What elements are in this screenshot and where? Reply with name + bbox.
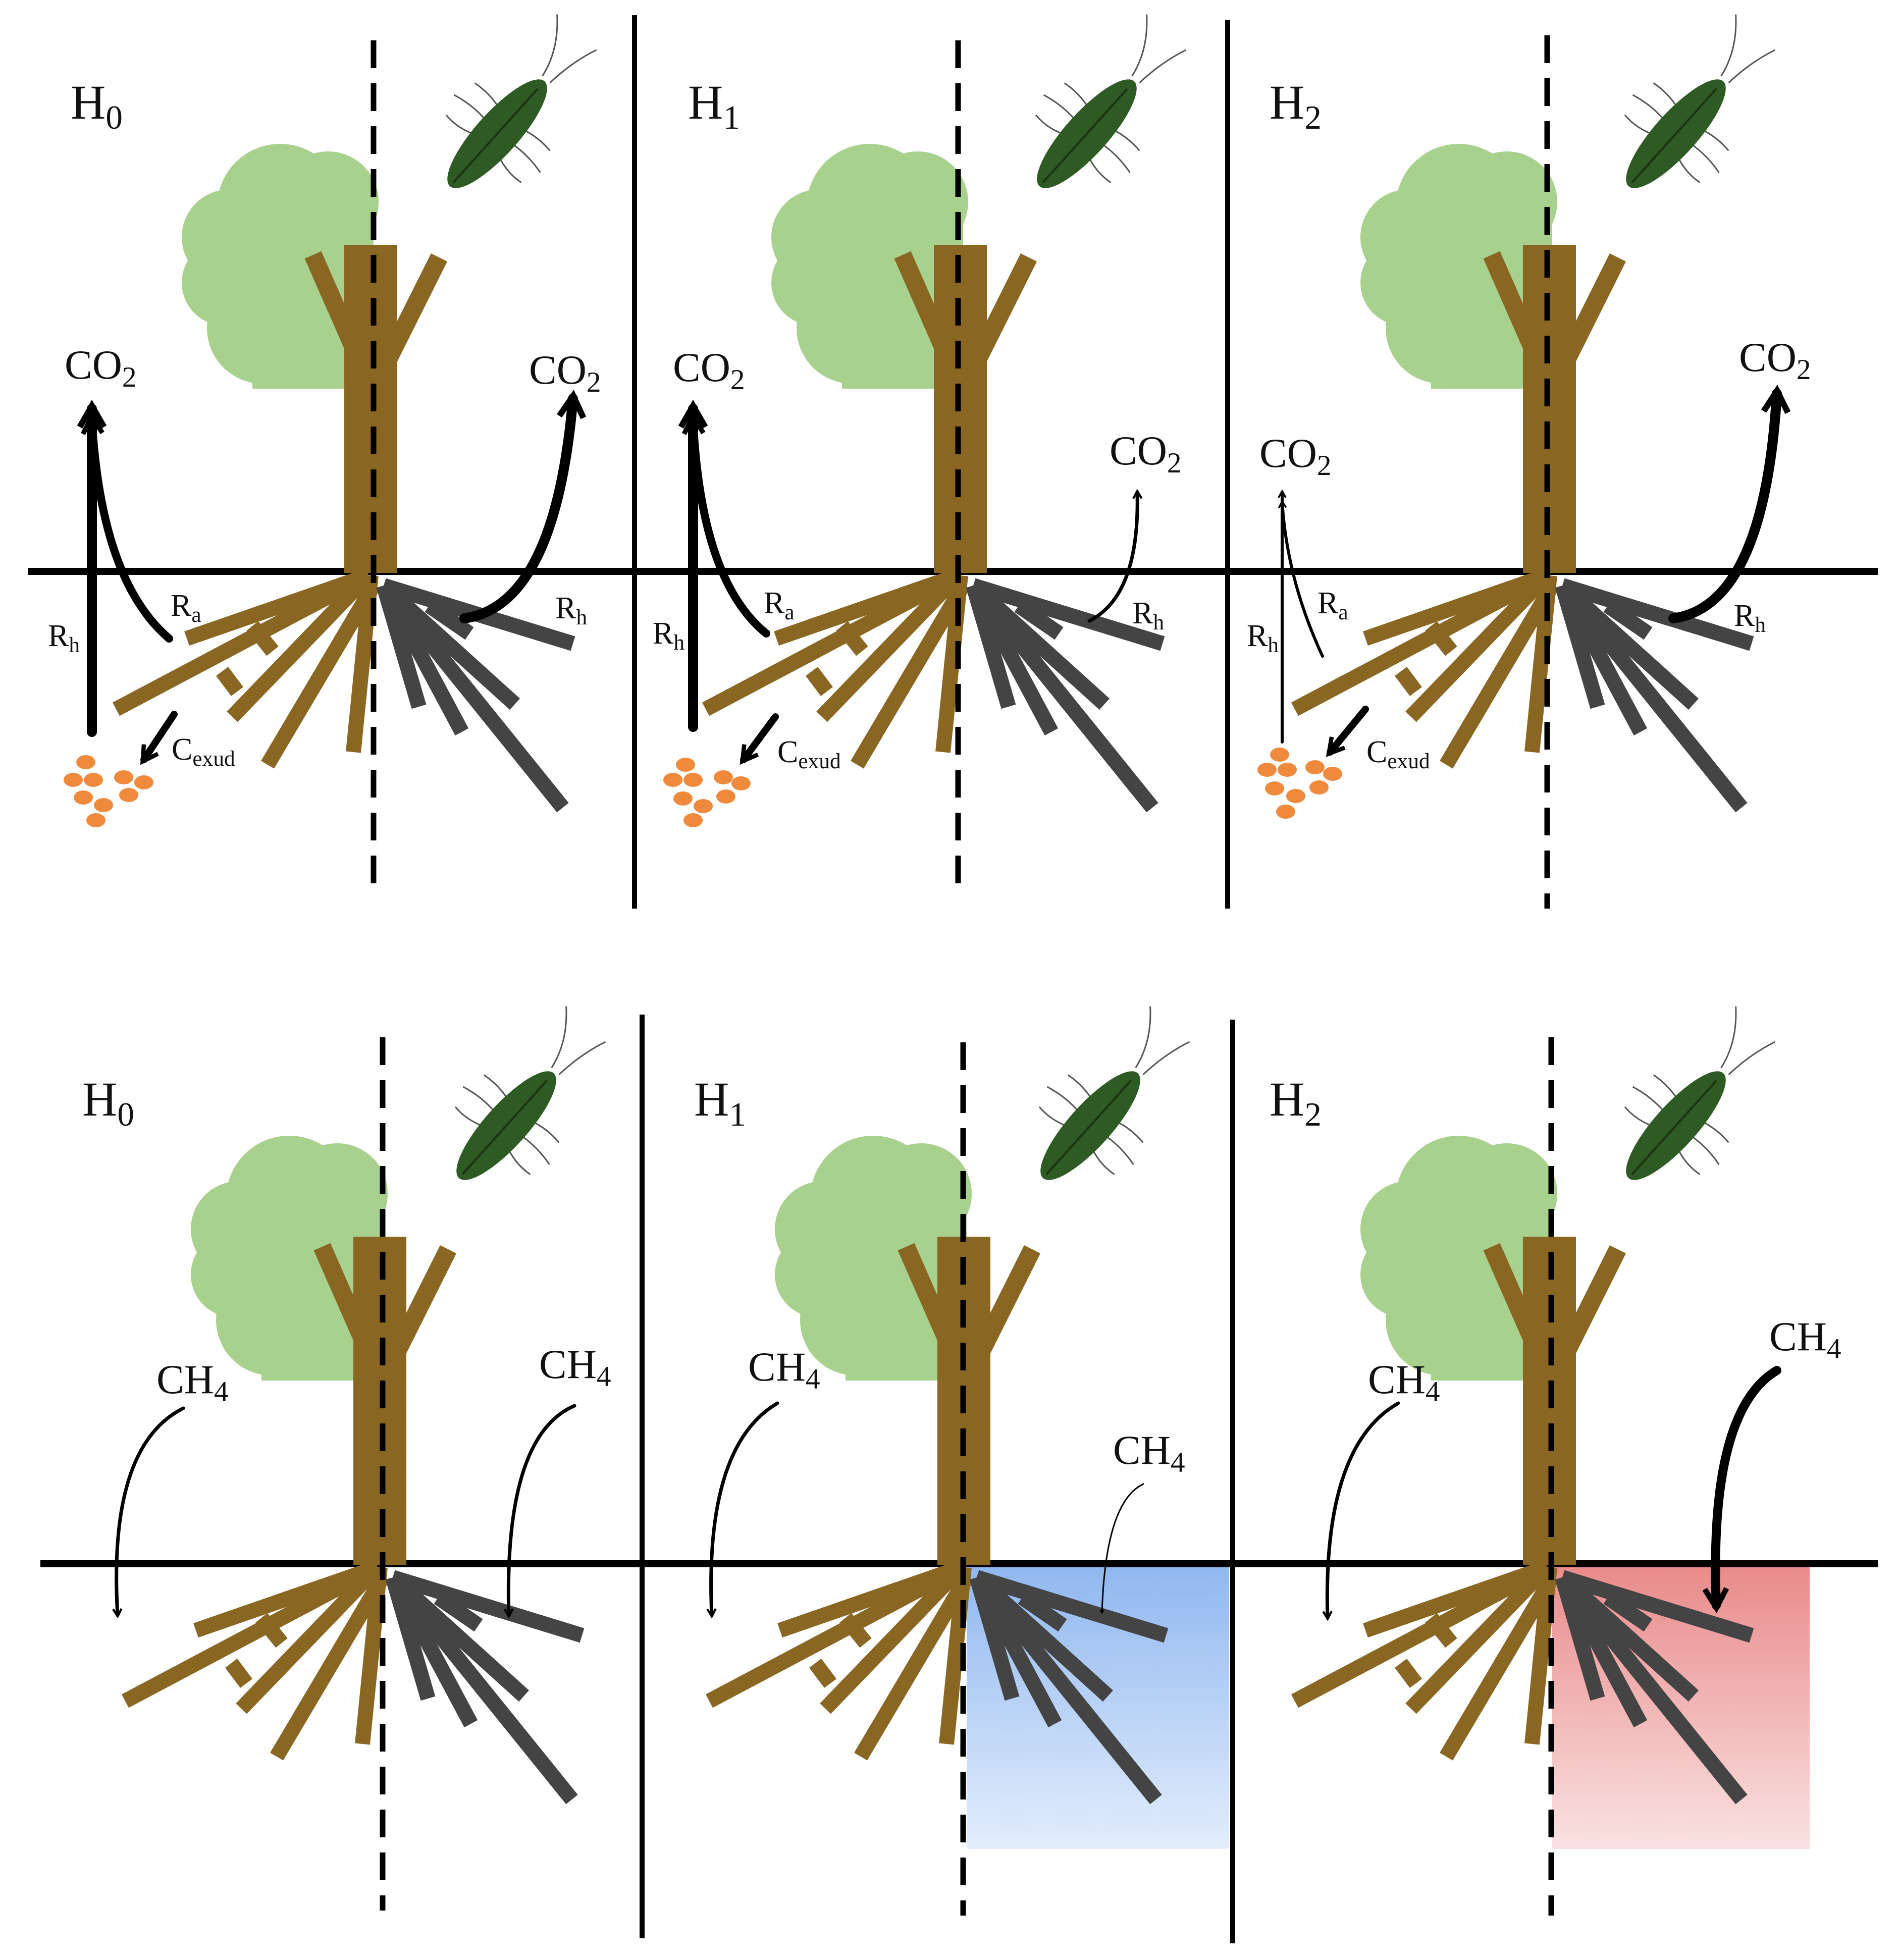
live-roots [112,568,380,769]
rh-label: Rh [1734,599,1766,637]
ch4-uptake-arrow [706,1401,779,1619]
live-roots [1291,1560,1559,1761]
cexud-label: Cexud [172,732,235,771]
panel-top-h0: H0 CO2 CO2 Ra Rh Rh Cexud [48,14,601,893]
tree-icon [121,1136,585,1805]
ra-arrow [1278,499,1324,658]
rh-label: Rh [653,616,684,655]
cexud-arrow [140,711,178,765]
dead-roots [1555,578,1754,813]
hypothesis-label: H2 [1270,75,1322,136]
ch4-uptake-arrow [503,1404,576,1619]
cexud-arrow [1326,706,1369,757]
live-roots [121,1560,389,1761]
rh-arrow-dead-roots [1087,489,1143,623]
cexud-label: Cexud [1366,735,1430,773]
co2-label: CO2 [1110,428,1182,479]
ch4-uptake-arrow [1099,1483,1144,1614]
ch4-label: CH4 [1113,1427,1185,1478]
co2-label: CO2 [1259,430,1332,482]
exudate-particles-icon [1257,748,1342,819]
tree-icon [1291,144,1754,813]
ch4-uptake-arrow [112,1406,185,1619]
beetle-icon [1624,1006,1776,1180]
flux-arrows [678,399,1143,765]
ch4-label: CH4 [1368,1356,1440,1408]
tree-icon [705,1136,1169,1805]
ra-arrow [81,411,173,643]
tree-icon [702,144,1165,813]
cexud-label: Cexud [777,735,841,773]
co2-label: CO2 [673,344,745,396]
hypothesis-label: H0 [82,1072,134,1133]
flux-arrows [77,389,587,765]
rh-label: Rh [48,619,80,657]
beetle-icon [454,1006,606,1180]
cexud-arrow [740,713,779,765]
flux-arrows [112,1404,576,1619]
panel-bottom-h2: H2 CH4 CH4 [1270,1006,1841,1916]
dead-roots [385,1570,585,1805]
panel-bottom-h0: H0 CH4 CH4 [82,1006,611,1911]
live-roots [702,568,970,769]
hypothesis-label: H0 [71,75,123,136]
rh-label: Rh [1247,619,1279,657]
ra-label: Ra [764,586,795,624]
tree-icon [1291,1136,1754,1805]
beetle-icon [1624,14,1776,188]
ch4-label: CH4 [1769,1313,1841,1365]
bottom-row: H0 CH4 CH4 [40,1006,1878,1943]
flux-arrows [1322,1366,1781,1621]
rh-arrow-dead-roots [1668,384,1791,623]
beetle-icon [1035,14,1187,188]
beetle-icon [445,14,597,188]
panel-top-h1: H1 CO2 CO2 Ra Rh Rh Cexud [653,14,1187,893]
ra-label: Ra [1317,586,1348,624]
hypothesis-label: H1 [694,1072,746,1133]
ch4-uptake-arrow [1322,1401,1400,1621]
co2-label: CO2 [65,342,137,393]
rh-arrow-dead-roots [459,389,587,623]
dead-roots [969,1570,1169,1805]
live-roots [705,1560,973,1761]
rh-label: Rh [1132,596,1164,634]
ra-arrow [681,411,770,638]
hypothesis-label: H1 [688,75,740,136]
panel-bottom-h1: H1 CH4 CH4 [694,1006,1190,1916]
dead-roots [966,578,1165,813]
co2-label: CO2 [529,347,601,398]
ch4-label: CH4 [748,1344,820,1395]
beetle-icon [1038,1006,1190,1180]
hypothesis-label: H2 [1270,1072,1322,1133]
flux-arrows [1278,384,1791,757]
dead-roots [1555,1570,1754,1805]
exudate-particles-icon [64,755,153,827]
ch4-label: CH4 [156,1356,229,1408]
ch4-label: CH4 [539,1341,611,1393]
panel-top-h2: H2 CO2 CO2 Ra Rh Rh Cexud [1247,14,1811,909]
co2-label: CO2 [1739,334,1811,386]
rh-label: Rh [555,591,587,629]
ch4-uptake-arrow [1702,1366,1781,1614]
exudate-particles-icon [663,758,751,827]
flux-arrows [706,1401,1144,1619]
ra-label: Ra [171,589,201,627]
top-row: H0 CO2 CO2 Ra Rh Rh Cexud [28,14,1878,909]
tree-icon [112,144,575,813]
